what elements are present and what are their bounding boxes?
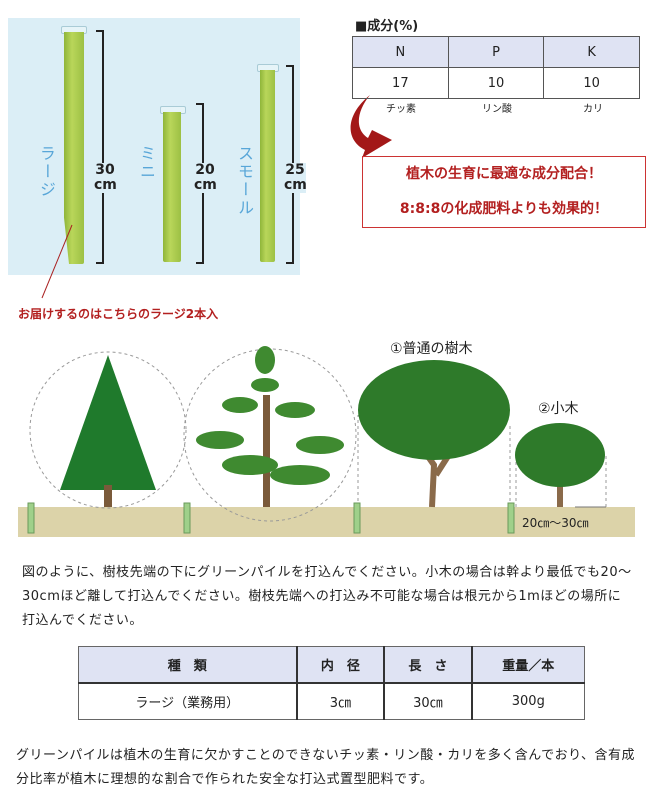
tree-label-regular: ①普通の樹木	[390, 341, 473, 357]
spec-header: 重量／本	[470, 646, 585, 684]
header-k: K	[543, 36, 640, 68]
value-n: 17	[352, 67, 449, 99]
distance-label: 20㎝〜30㎝	[522, 516, 589, 530]
callout-box: 植木の生育に最適な成分配合！ 8:8:8の化成肥料よりも効果的！	[362, 156, 646, 228]
spec-cell: 300g	[470, 682, 585, 720]
value-k: 10	[543, 67, 640, 99]
green-pile-markers	[27, 502, 515, 534]
product-image-panel	[8, 18, 300, 275]
pine-tree	[196, 346, 344, 507]
value-p: 10	[447, 67, 545, 99]
pile-mini	[163, 112, 181, 262]
tree-label-small: ②小木	[538, 401, 579, 417]
size-name: ミニ	[137, 145, 156, 181]
spec-cell: 30㎝	[383, 682, 473, 720]
small-tree	[515, 423, 605, 507]
callout-line-2: 8:8:8の化成肥料よりも効果的！	[399, 201, 609, 217]
spec-cell: 3㎝	[295, 682, 385, 720]
header-p: P	[447, 36, 545, 68]
curved-arrow-icon	[350, 95, 392, 158]
pointer-lines	[41, 95, 392, 299]
size-name: ラージ	[37, 145, 56, 199]
header-n: N	[352, 36, 449, 68]
regular-tree	[358, 360, 510, 508]
spec-header: 種 類	[77, 646, 298, 684]
conifer-tree	[60, 355, 156, 507]
pile-small	[260, 70, 275, 262]
product-caption: お届けするのはこちらのラージ2本入	[18, 307, 219, 321]
spec-header: 内 径	[295, 646, 385, 684]
description-text: グリーンパイルは植木の生育に欠かすことのできないチッ素・リン酸・カリを多く含んで…	[16, 748, 636, 787]
callout-line-1: 植木の生育に最適な成分配合！	[406, 166, 602, 182]
pile-large	[64, 32, 84, 264]
ground	[18, 507, 635, 537]
planting-diagram	[18, 346, 635, 537]
label-nitrogen: チッ素	[386, 104, 416, 115]
spec-cell: ラージ（業務用）	[77, 682, 298, 720]
label-potassium: カリ	[583, 104, 603, 115]
spec-header: 長 さ	[383, 646, 473, 684]
size-name: スモール	[235, 145, 254, 217]
dimension-bracket	[96, 30, 104, 264]
label-phosphate: リン酸	[482, 104, 512, 115]
composition-title: ■成分(%)	[355, 19, 419, 34]
caption-pointer	[41, 224, 73, 299]
drip-line-circle	[29, 351, 187, 509]
instructions-text: 図のように、樹枝先端の下にグリーンパイルを打込んでください。小木の場合は幹より最…	[22, 565, 632, 628]
